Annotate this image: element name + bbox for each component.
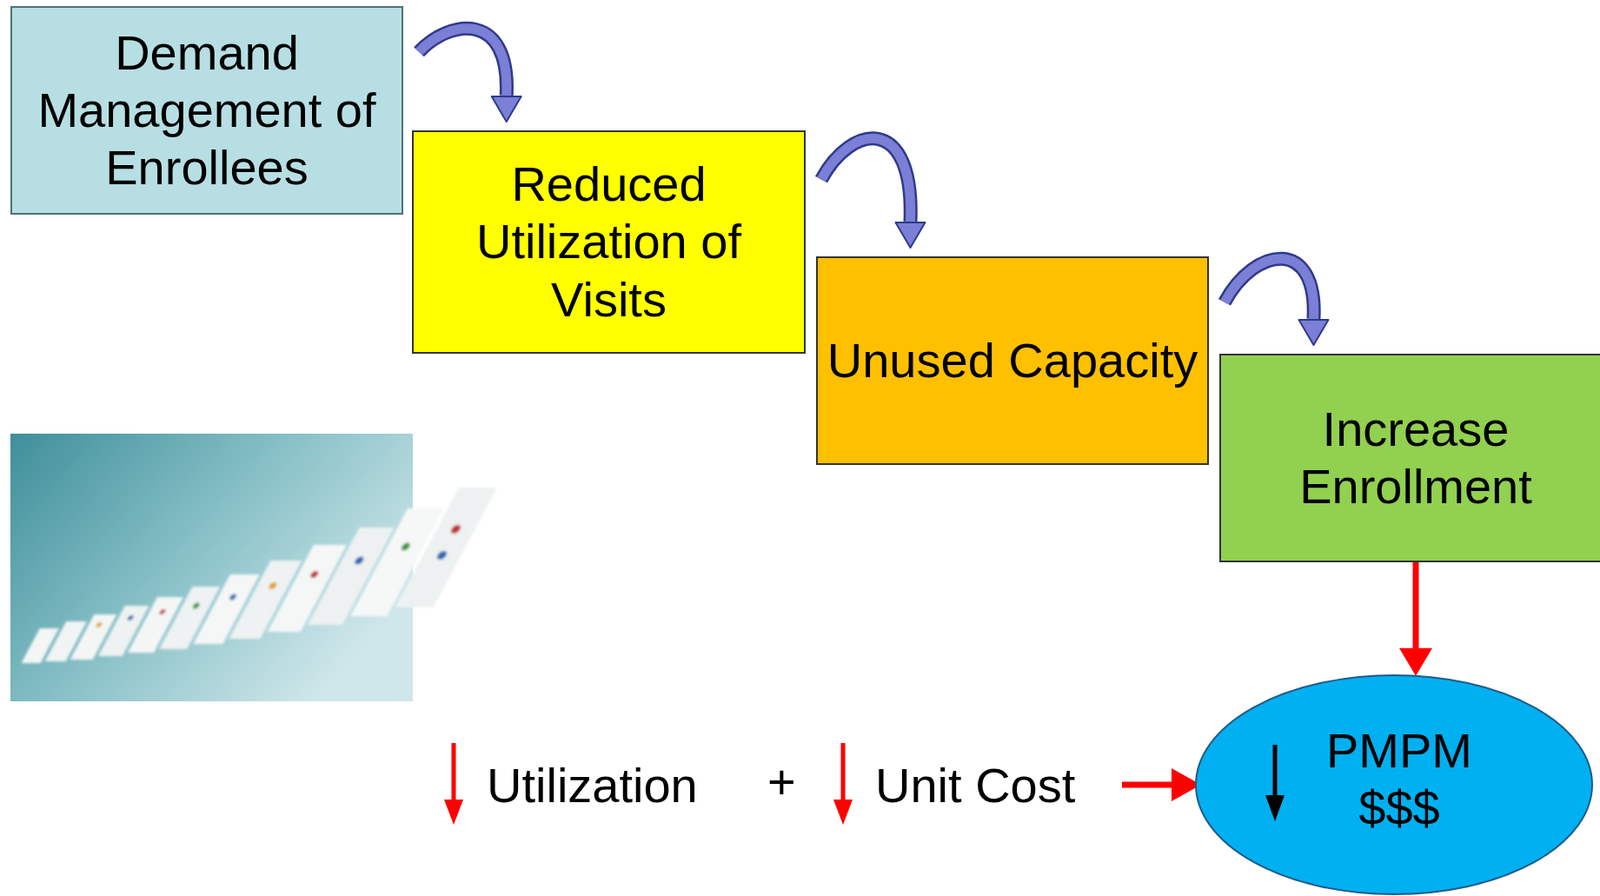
process-box: Increase Enrollment [1219, 353, 1600, 563]
text-holder: Reduced Utilization of Visits [413, 155, 804, 328]
process-box: Unused Capacity [816, 256, 1209, 465]
text-holder: PMPM $$$ [1307, 722, 1491, 837]
down-arrow-symbol [1265, 744, 1285, 822]
node-text: Unused Capacity [827, 331, 1198, 390]
down-arrow-symbol [444, 743, 464, 825]
flow-arrow [1399, 562, 1433, 677]
result-ellipse: PMPM $$$ [1194, 673, 1594, 896]
process-box: Demand Management of Enrollees [10, 6, 404, 215]
text-holder: Increase Enrollment [1221, 400, 1600, 516]
domino-photo [10, 433, 498, 702]
node-text: Increase Enrollment [1221, 400, 1600, 516]
text-holder: Unused Capacity [827, 331, 1198, 390]
node-text: Demand Management of Enrollees [12, 24, 402, 197]
result-arrow [1121, 768, 1202, 802]
formula-term: Unit Cost [875, 756, 1076, 815]
formula-term: Utilization [486, 756, 698, 815]
flow-arrow [418, 28, 522, 122]
flow-arrow [1224, 258, 1328, 346]
flow-arrow [821, 138, 925, 248]
node-text: PMPM $$$ [1307, 722, 1491, 837]
node-text: Reduced Utilization of Visits [413, 155, 804, 328]
text-holder: Demand Management of Enrollees [12, 24, 402, 197]
process-box: Reduced Utilization of Visits [411, 130, 806, 354]
down-arrow-symbol [833, 743, 853, 825]
formula-term: + [767, 752, 797, 811]
